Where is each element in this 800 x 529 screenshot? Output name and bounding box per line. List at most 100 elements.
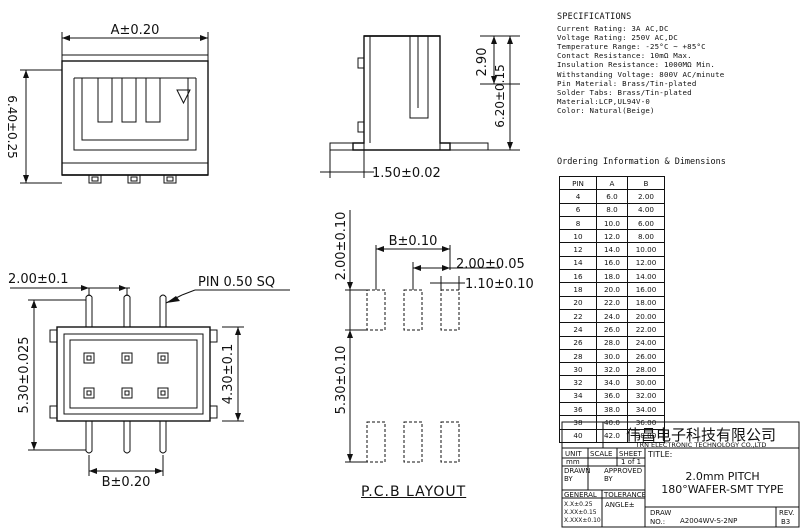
- table-cell-pin: 20: [559, 295, 597, 310]
- tb-rev-label: REV.: [779, 509, 795, 517]
- table-cell-b: 34.00: [627, 402, 665, 417]
- product-title: 2.0mm PITCH 180°WAFER-SMT TYPE: [645, 470, 800, 496]
- table-cell-b: 22.00: [627, 322, 665, 337]
- table-cell-pin: 12: [559, 242, 597, 257]
- table-cell-pin: 30: [559, 362, 597, 377]
- table-cell-pin: 4: [559, 189, 597, 204]
- dim-side-height: 6.20±0.15: [493, 64, 507, 128]
- company-name-en: TRN ELECTRONIC TECHNOLOGY CO.,LTD: [635, 441, 767, 449]
- table-cell-pin: 36: [559, 402, 597, 417]
- table-cell-b: 28.00: [627, 362, 665, 377]
- spec-line: Current Rating: 3A AC,DC: [557, 24, 669, 34]
- table-cell-b: 12.00: [627, 255, 665, 271]
- ordering-title: Ordering Information & Dimensions: [557, 157, 726, 167]
- table-cell-a: 14.0: [596, 242, 628, 257]
- pcb-layout-title: P.C.B LAYOUT: [361, 484, 467, 500]
- dim-bottom-width: B±0.20: [102, 475, 151, 490]
- dim-bottom-height-left: 5.30±0.025: [17, 336, 32, 413]
- table-cell-pin: 34: [559, 388, 597, 404]
- product-line-2: 180°WAFER-SMT TYPE: [661, 483, 784, 496]
- tb-tol-1: X.X±0.25: [564, 501, 593, 508]
- front-view: A±0.20 6.40±0.25: [5, 23, 209, 184]
- dim-pcb-pad: 1.10±0.10: [465, 277, 534, 292]
- side-view: 2.90 6.20±0.15 1.50±0.02: [320, 35, 520, 181]
- bottom-view: 2.00±0.1 PIN 0.50 SQ 5.30±0.025 4.30±0.1…: [8, 272, 290, 490]
- table-cell-a: 38.0: [596, 402, 628, 417]
- dim-side-foot: 1.50±0.02: [372, 166, 441, 181]
- table-cell-b: 10.00: [627, 242, 665, 257]
- table-cell-pin: 32: [559, 375, 597, 390]
- table-cell-a: 18.0: [596, 269, 628, 284]
- tb-scale-label: SCALE: [590, 450, 613, 458]
- table-cell-b: 6.00: [627, 215, 665, 231]
- tb-rev-value: B3: [781, 518, 791, 526]
- table-cell-pin: 28: [559, 348, 597, 364]
- dim-bottom-height-right: 4.30±0.1: [221, 344, 236, 405]
- table-cell-a: 8.0: [596, 202, 628, 217]
- table-cell-a: 30.0: [596, 348, 628, 364]
- spec-line: Color: Natural(Beige): [557, 105, 655, 115]
- tb-unit-label: UNIT: [565, 450, 582, 458]
- tb-draw-label: DRAW: [650, 509, 672, 517]
- table-cell-a: 26.0: [596, 322, 628, 337]
- spec-line: Pin Material: Brass/Tin-plated: [557, 78, 697, 88]
- dim-bottom-pitch: 2.00±0.1: [8, 272, 69, 287]
- title-block-frame: [561, 421, 800, 528]
- table-cell-a: 6.0: [596, 189, 628, 204]
- table-cell-a: 16.0: [596, 255, 628, 271]
- tb-general: GENERAL: [564, 491, 597, 499]
- table-cell-b: 32.00: [627, 388, 665, 404]
- table-cell-a: 28.0: [596, 335, 628, 350]
- table-cell-b: 24.00: [627, 335, 665, 350]
- table-cell-b: 8.00: [627, 229, 665, 244]
- table-cell-b: 38.00: [627, 428, 665, 443]
- table-cell-b: 4.00: [627, 202, 665, 217]
- tb-title-label: TITLE:: [648, 450, 673, 459]
- tb-sheet-label: SHEET: [619, 450, 642, 458]
- table-cell-pin: 14: [559, 255, 597, 271]
- tb-tol-2: X.XX±0.15: [564, 509, 597, 516]
- table-cell-pin: 26: [559, 335, 597, 350]
- table-cell-b: 16.00: [627, 282, 665, 297]
- tb-tol-3: X.XXX±0.10: [564, 517, 601, 524]
- spec-line: Contact Resistance: 10mΩ Max.: [557, 51, 692, 61]
- spec-line: Solder Tabs: Brass/Tin-plated: [557, 87, 692, 97]
- specifications-block: SPECIFICATIONS Current Rating: 3A AC,DC …: [557, 12, 724, 115]
- dim-side-top: 2.90: [475, 48, 490, 77]
- tb-drawn-by: DRAWN BY: [564, 467, 591, 483]
- column-header-b: B: [627, 175, 665, 191]
- dim-front-width: A±0.20: [111, 23, 160, 38]
- tb-no-label: NO.:: [650, 518, 666, 526]
- table-cell-b: 14.00: [627, 269, 665, 284]
- table-cell-pin: 16: [559, 269, 597, 284]
- pin-note: PIN 0.50 SQ: [198, 275, 275, 290]
- table-cell-pin: 18: [559, 282, 597, 297]
- table-cell-pin: 38: [559, 415, 597, 430]
- pcb-layout: B±0.10 2.00±0.05 1.10±0.10 2.00±0.10 5.3…: [334, 210, 534, 463]
- table-cell-pin: 24: [559, 322, 597, 337]
- spec-line: Material:LCP,UL94V-0: [557, 96, 650, 106]
- ordering-header-row: PIN A B: [559, 175, 665, 191]
- product-line-1: 2.0mm PITCH: [685, 470, 760, 483]
- tb-unit-value: mm: [566, 458, 580, 466]
- company-name-cn: 伟昌电子科技有限公司: [625, 426, 776, 444]
- spec-line: Voltage Rating: 250V AC,DC: [557, 33, 678, 43]
- dim-pcb-pitch: 2.00±0.05: [456, 257, 525, 272]
- table-cell-b: 20.00: [627, 308, 665, 324]
- column-header-pin: PIN: [559, 175, 597, 191]
- table-cell-a: 12.0: [596, 229, 628, 244]
- table-cell-a: 10.0: [596, 215, 628, 231]
